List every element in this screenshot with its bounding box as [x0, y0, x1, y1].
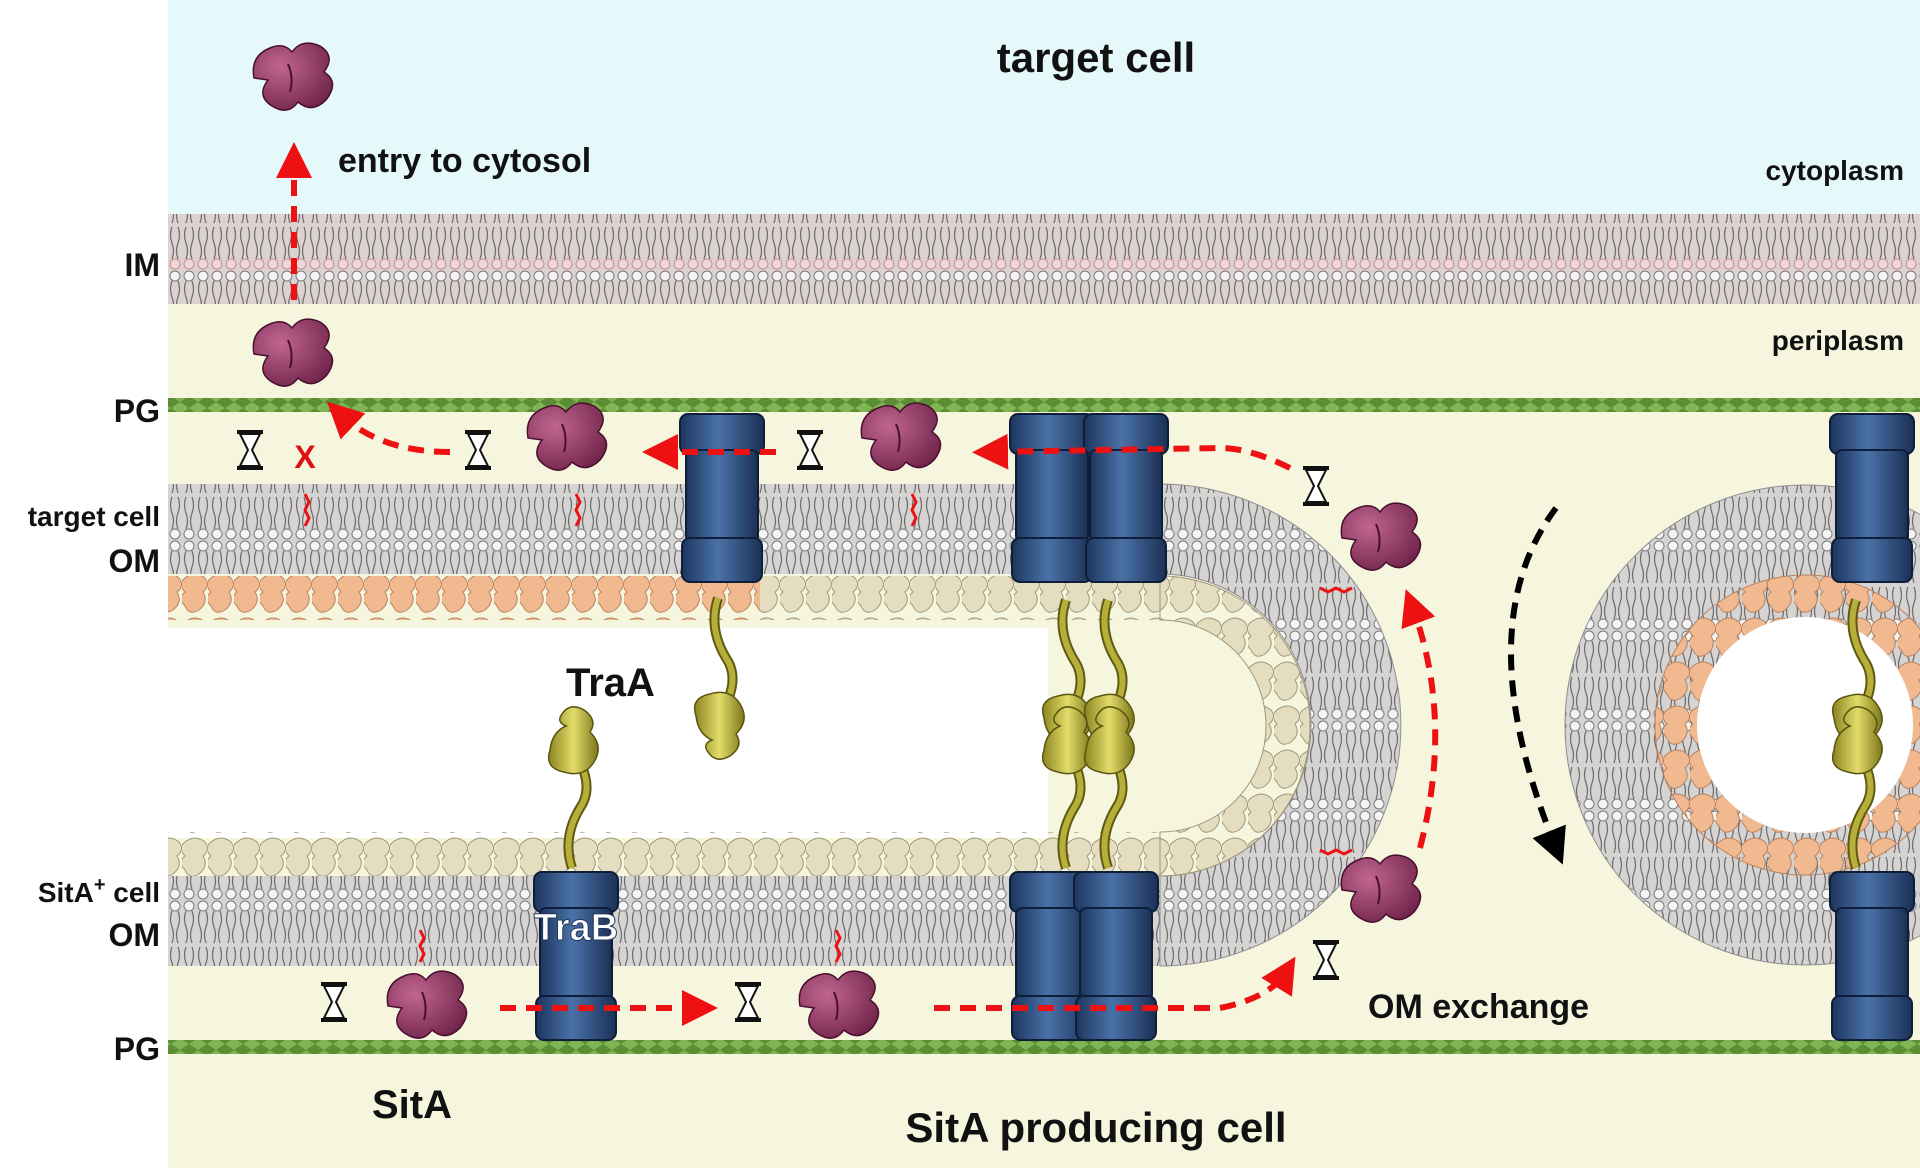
blocked-mark: X — [294, 439, 316, 475]
label-pg-top: PG — [114, 393, 160, 429]
label-om-exchange: OM exchange — [1368, 988, 1589, 1026]
label-im: IM — [124, 247, 160, 283]
trab-cluster-bottom-2 — [1073, 871, 1159, 1041]
fused-membrane-curve — [1159, 483, 1402, 967]
label-trab: TraB — [534, 907, 618, 949]
label-cytoplasm: cytoplasm — [1766, 155, 1905, 186]
sita-toxin-target-om-2 — [860, 402, 942, 472]
label-sita: SitA — [372, 1083, 452, 1127]
adjacent-fusion-ring-core — [1697, 617, 1913, 833]
fused-lps-curve — [1159, 575, 1311, 877]
inner-membrane — [168, 214, 1920, 304]
target-om-membrane — [168, 484, 1168, 574]
label-sita-om-1: SitA+ cell — [38, 874, 160, 908]
sita-toxin-target-om-1 — [526, 402, 608, 472]
trab-adjacent-bottom — [1829, 871, 1915, 1041]
lipid-anchors — [303, 493, 1353, 963]
pg-layer-top — [168, 398, 1920, 412]
sita-toxin-curve-bottom — [1340, 854, 1422, 924]
label-sita-om-2: OM — [108, 917, 160, 953]
label-periplasm: periplasm — [1772, 325, 1904, 356]
label-pg-bottom: PG — [114, 1031, 160, 1067]
pg-layer-bottom — [168, 1040, 1920, 1054]
sita-om-lps — [168, 832, 1168, 876]
sita-toxin-producer-2 — [798, 970, 880, 1040]
label-entry: entry to cytosol — [338, 142, 591, 180]
label-target-om-2: OM — [108, 543, 160, 579]
cytoplasm-region — [168, 0, 1920, 220]
sita-om-membrane — [168, 876, 1168, 966]
trab-sita-left — [533, 871, 619, 1041]
sita-toxin-producer-1 — [386, 970, 468, 1040]
bottom-title: SitA producing cell — [905, 1104, 1286, 1151]
trab-target-left — [679, 413, 765, 583]
label-target-om-1: target cell — [28, 501, 160, 532]
target-om-lps-orange — [168, 576, 768, 620]
exchange-gap — [168, 628, 1048, 838]
trab-cluster-top-1 — [1009, 413, 1095, 583]
trab-cluster-top-2 — [1083, 413, 1169, 583]
om-exchange-arrow — [1508, 506, 1566, 865]
sita-toxin-curve-top — [1340, 502, 1422, 572]
sita-toxin-cytosol — [252, 42, 334, 112]
trab-adjacent-top — [1829, 413, 1915, 583]
target-om-lps-cream — [760, 576, 1160, 620]
sita-toxin-periplasm — [252, 318, 334, 388]
diagram-title: target cell — [997, 34, 1195, 81]
transfer-arrows — [276, 142, 1439, 1026]
label-traa: TraA — [566, 661, 655, 705]
